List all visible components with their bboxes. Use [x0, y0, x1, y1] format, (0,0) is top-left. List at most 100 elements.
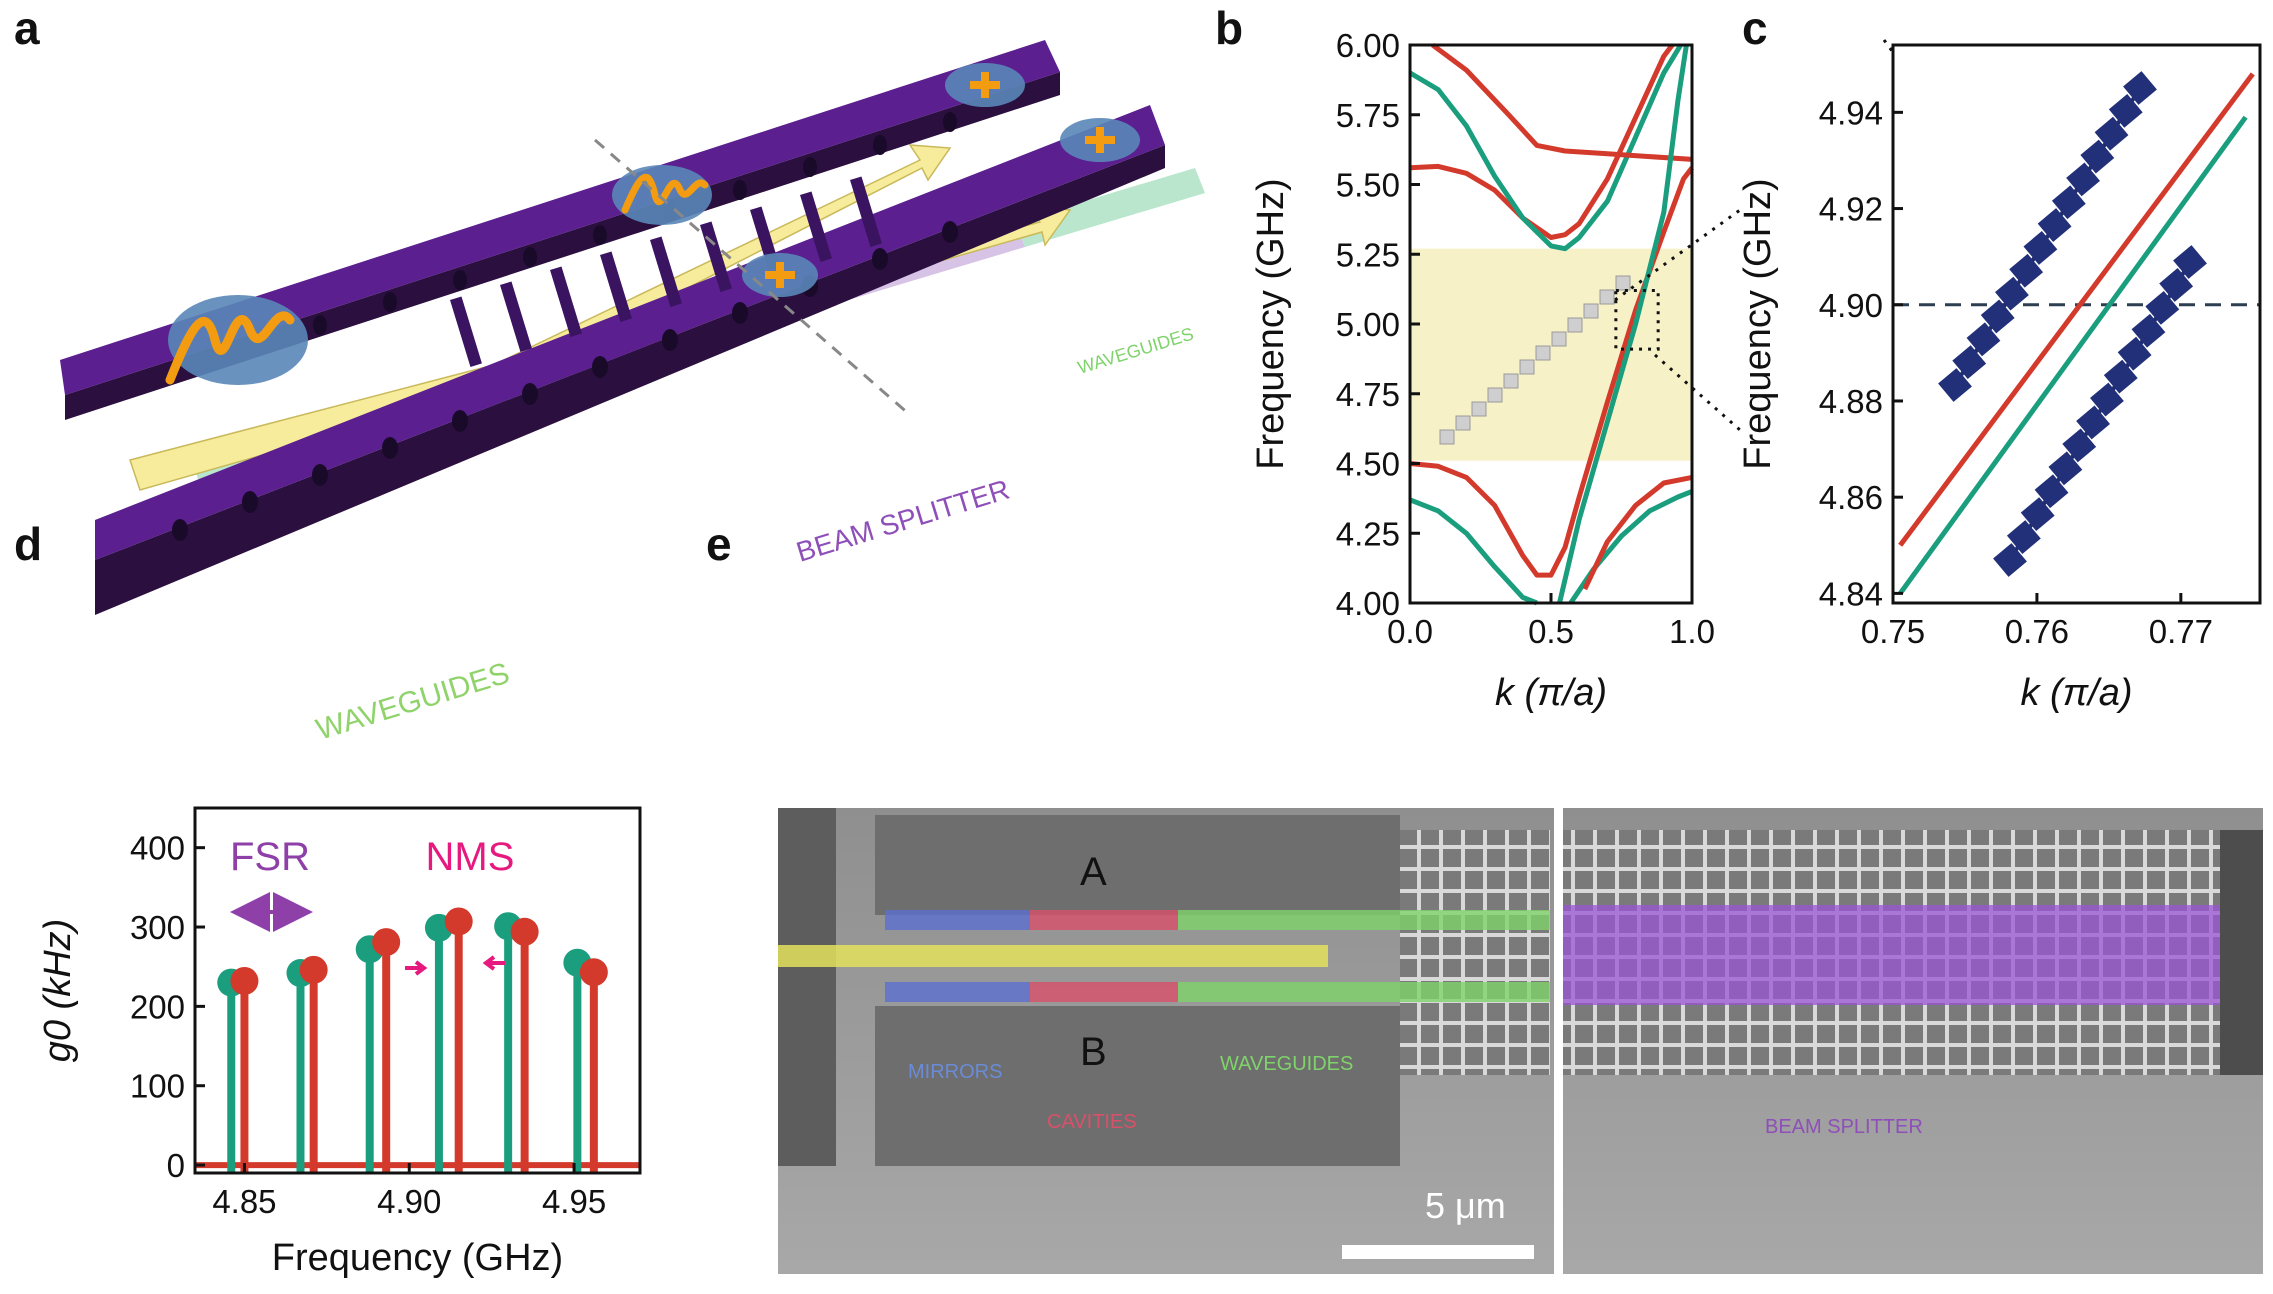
label-waveguides: WAVEGUIDES — [1220, 1053, 1353, 1075]
c-ytick-label: 4.86 — [1819, 479, 1883, 516]
panel-a-illustration: WAVEGUIDES BEAM SPLITTER WAVEGUIDES — [60, 40, 1205, 747]
d-frame — [193, 806, 642, 1175]
b-series-2 — [1431, 42, 1693, 162]
c-mode-lower-block — [2117, 336, 2152, 371]
c-mode-upper-block — [2066, 162, 2100, 197]
d-point — [372, 928, 401, 957]
d-point — [299, 955, 328, 984]
c-mode-lower-block — [2048, 451, 2083, 486]
c-mode-lower-block — [2076, 405, 2110, 440]
c-ytick-label: 4.90 — [1819, 287, 1883, 324]
d-nms-arrow-right — [482, 955, 505, 971]
b-ytick-label: 4.25 — [1336, 515, 1400, 552]
panel-label-e: e — [706, 518, 732, 570]
d-nms-arrow-left — [405, 960, 428, 976]
c-mode-lower-block — [2034, 474, 2069, 509]
scalebar-label: 5 μm — [1425, 1185, 1506, 1226]
b-inset-device — [1439, 275, 1631, 445]
c-mode-upper-block — [2094, 116, 2129, 151]
feed-waveguide — [778, 945, 1328, 967]
b-xlabel: k (π/a) — [1495, 672, 1607, 714]
c-mode-lower-block — [2159, 268, 2194, 302]
c-series-1 — [1898, 115, 2248, 595]
c-mode-upper-block — [1966, 322, 2001, 357]
c-mode-lower-block — [2173, 245, 2207, 279]
sem-right-edge — [2220, 830, 2263, 1075]
c-mode-lower-block — [1993, 543, 2027, 577]
c-mode-upper-block — [2023, 231, 2058, 265]
b-inset-block — [1583, 303, 1599, 319]
d-ylabel: g0 (kHz) — [37, 919, 79, 1063]
b-series-3 — [1409, 166, 1694, 578]
lower-beam-side — [95, 145, 1165, 615]
b-inset-block — [1455, 415, 1471, 431]
mode-cross-2 — [1085, 127, 1115, 153]
c-xtick-label: 0.77 — [2149, 613, 2213, 650]
d-ytick-label: 300 — [130, 909, 185, 946]
waveguides-bottom — [1178, 982, 1550, 1002]
d-xtick-label: 4.90 — [377, 1183, 441, 1220]
b-ytick-label: 5.75 — [1336, 97, 1400, 134]
beam-splitter-region — [1563, 905, 2220, 1005]
b-ytick-label: 5.25 — [1336, 236, 1400, 273]
b-ytick-label: 4.75 — [1336, 376, 1400, 413]
c-ytick-label: 4.88 — [1819, 383, 1883, 420]
panel-label-a: a — [14, 2, 40, 54]
mode-wave-left — [165, 311, 295, 385]
c-ylabel: Frequency (GHz) — [1737, 178, 1779, 469]
c-mode-lower-block — [2006, 520, 2041, 554]
cavities-bottom — [1030, 982, 1178, 1002]
d-ytick-label: 400 — [130, 830, 185, 867]
c-mode-upper-block — [1938, 368, 1972, 402]
waveguides-top — [1178, 910, 1550, 930]
panel-label-c: c — [1742, 2, 1768, 54]
b-band-highlight — [1410, 248, 1692, 461]
upper-beam-top — [60, 40, 1060, 395]
c-ytick-label: 4.92 — [1819, 191, 1883, 228]
c-ytick-label: 4.94 — [1819, 94, 1883, 131]
label-beam-splitter-e: BEAM SPLITTER — [1765, 1116, 1923, 1138]
b-zoom-box — [1614, 289, 1660, 351]
c-mode-lower-block — [2062, 428, 2097, 463]
c-mode-lower-block — [2131, 313, 2166, 348]
c-mode-upper-block — [2037, 208, 2072, 242]
b-inset-block — [1503, 373, 1519, 389]
mode-cross-3 — [765, 262, 795, 288]
b-series-1 — [1408, 43, 1683, 252]
label-A: A — [1080, 850, 1107, 894]
c-xtick-label: 0.76 — [2005, 613, 2069, 650]
b-series-0 — [1409, 43, 1675, 240]
cavities-top — [1030, 910, 1178, 930]
b-ytick-label: 5.50 — [1336, 167, 1400, 204]
c-mode-upper-block — [1952, 345, 1987, 380]
b-ylabel: Frequency (GHz) — [1250, 178, 1292, 469]
c-xlabel: k (π/a) — [2020, 672, 2132, 714]
c-mode-upper — [1938, 71, 2157, 402]
c-mode-upper-block — [1995, 276, 2029, 311]
c-mode-upper-block — [2108, 93, 2143, 128]
d-ytick-label: 0 — [167, 1147, 185, 1184]
b-xtick-label: 0.0 — [1387, 613, 1433, 650]
mode-cross-1 — [970, 72, 1000, 98]
c-mode-upper-block — [2009, 253, 2044, 288]
b-inset-block — [1471, 401, 1487, 417]
b-xtick-label: 0.5 — [1528, 613, 1574, 650]
b-inset-block — [1535, 345, 1551, 361]
b-inset-block — [1599, 289, 1615, 305]
d-point — [510, 917, 539, 946]
mirrors-bottom — [885, 982, 1030, 1002]
sem-block-A — [875, 815, 1400, 915]
c-mode-lower-block — [2145, 290, 2180, 325]
cut-line — [594, 138, 911, 417]
lower-beam-top — [95, 105, 1165, 560]
b-ytick-label: 4.00 — [1336, 585, 1400, 622]
b-series-5 — [1557, 44, 1689, 604]
b-inset-block — [1615, 275, 1631, 291]
label-waveguides-far: WAVEGUIDES — [1075, 324, 1196, 378]
b-ytick-label: 4.50 — [1336, 446, 1400, 483]
c-xtick-label: 0.75 — [1861, 613, 1925, 650]
d-xlabel: Frequency (GHz) — [272, 1237, 563, 1279]
c-mode-upper-block — [2051, 185, 2086, 220]
